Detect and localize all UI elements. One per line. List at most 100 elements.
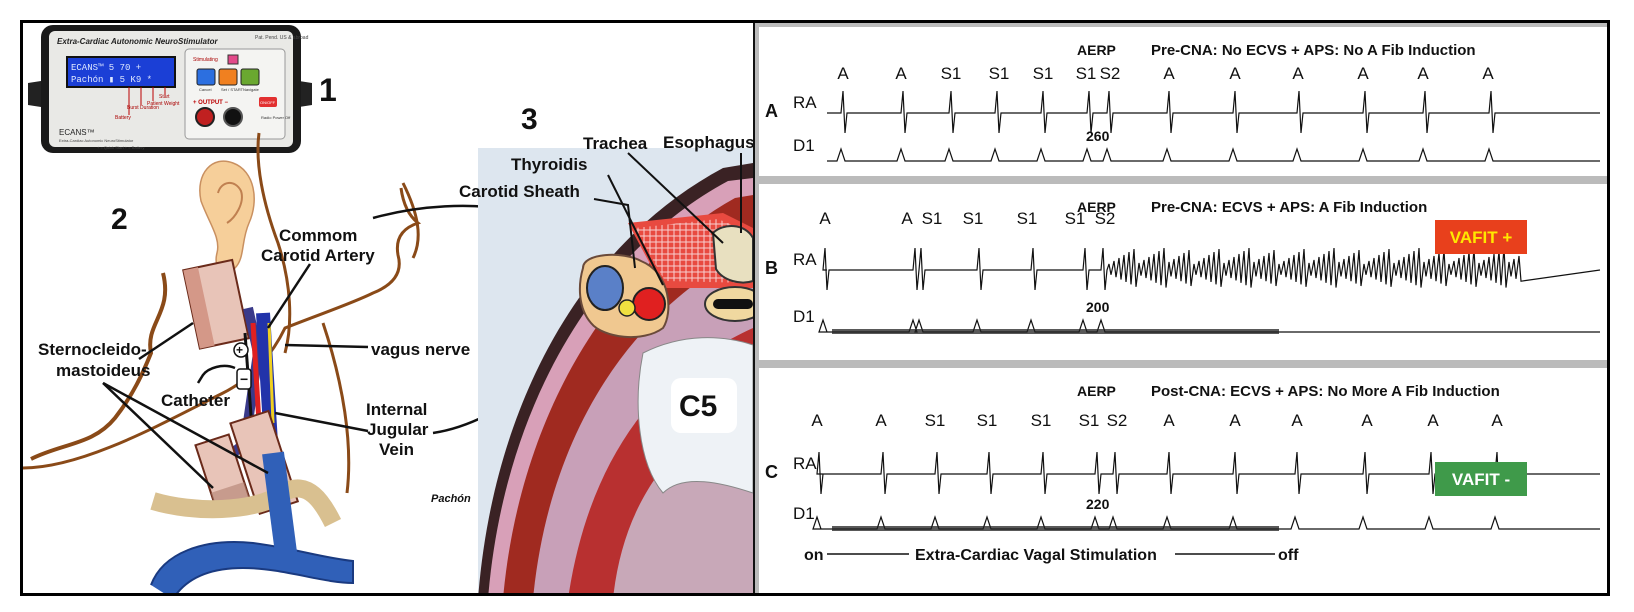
lcd-label-burst: Burst Duration	[127, 105, 159, 111]
ecg-interval-label: 220	[1086, 496, 1110, 512]
lcd-label-battery: Battery	[115, 115, 131, 121]
lcd-line2: Pachón ▮ 5 K9 *	[71, 75, 152, 85]
ecg-event-label: A	[1163, 64, 1175, 83]
label-carotid-2: Carotid Artery	[261, 246, 375, 265]
navigate-label: Navigate	[243, 87, 260, 92]
ecg-panel-A	[755, 23, 1607, 180]
stim-off-label: off	[1278, 547, 1299, 564]
author-signature: Pachón	[431, 493, 471, 505]
stimulating-indicator	[227, 54, 239, 65]
ecg-stim-artifact	[832, 329, 1279, 334]
ecg-event-label: A	[875, 411, 887, 430]
ecg-d1-label: D1	[793, 136, 815, 155]
ecg-event-label: S1	[963, 209, 984, 228]
cancel-button[interactable]	[196, 68, 216, 86]
carotid-artery	[250, 322, 262, 424]
vagus-nerve-drawing	[267, 322, 275, 424]
svg-text:+: +	[236, 343, 243, 357]
ear	[199, 160, 255, 273]
ecg-ra-label: RA	[793, 250, 817, 269]
output-positive-jack[interactable]	[195, 107, 215, 127]
ecg-event-label: A	[1163, 411, 1175, 430]
ecg-event-label: S1	[925, 411, 946, 430]
ecg-d1-label: D1	[793, 504, 815, 523]
ecg-event-label: A	[1292, 64, 1304, 83]
onoff-label: ON/OFF	[260, 100, 276, 105]
ecg-event-label: A	[1229, 411, 1241, 430]
ecg-event-label: S1	[922, 209, 943, 228]
vafit-badge	[1435, 220, 1527, 254]
ecg-event-label: S2	[1107, 411, 1128, 430]
vafit-badge-label: VAFIT +	[1450, 228, 1513, 247]
lcd-label-weight: Patient Weight	[147, 101, 180, 107]
panel3-cross-section	[478, 148, 766, 593]
label-carotid-1: Commom	[279, 226, 357, 245]
ecg-row-title: Pre-CNA: ECVS + APS: A Fib Induction	[1151, 199, 1427, 216]
vafit-badge	[1435, 462, 1527, 496]
ecg-ra-trace	[822, 247, 1601, 291]
ecg-d1-trace	[827, 147, 1600, 162]
vagus-cross-section	[618, 299, 636, 317]
label-jugular-1: Internal	[366, 400, 427, 419]
ecg-aerp-label: AERP	[1077, 42, 1116, 58]
stimulating-label: Stimulating	[193, 57, 218, 63]
ecg-interval-label: 260	[1086, 128, 1110, 144]
cancel-label: Cancel	[199, 87, 212, 92]
ecg-event-label: A	[1482, 64, 1494, 83]
ecg-event-label: A	[901, 209, 913, 228]
device-legend: + = Quick Start + = Battery	[97, 145, 144, 150]
output-label: + OUTPUT −	[193, 100, 229, 106]
output-negative-jack[interactable]	[223, 107, 243, 127]
ecg-row-title: Pre-CNA: No ECVS + APS: No A Fib Inducti…	[1151, 42, 1476, 59]
ecg-aerp-label: AERP	[1077, 199, 1116, 215]
start-button[interactable]	[218, 68, 238, 86]
device-brand: ECANS™	[59, 128, 95, 137]
ecg-event-label: A	[1427, 411, 1439, 430]
ecg-event-label: S2	[1100, 64, 1121, 83]
ecg-event-label: A	[819, 209, 831, 228]
ecg-event-label: S1	[1076, 64, 1097, 83]
lcd-line1: ECANS™ 5 70 +	[71, 63, 141, 73]
device-title: Extra-Cardiac Autonomic NeuroStimulator	[57, 37, 219, 46]
panel1-number: 1	[319, 72, 337, 108]
ecg-ra-trace	[816, 451, 1600, 495]
ecg-row-title: Post-CNA: ECVS + APS: No More A Fib Indu…	[1151, 383, 1500, 400]
panel1-device: Extra-Cardiac Autonomic NeuroStimulator …	[28, 25, 312, 153]
panel3-leader-lines	[593, 152, 742, 286]
ecg-event-label: S1	[1033, 64, 1054, 83]
ecg-aerp-label: AERP	[1077, 383, 1116, 399]
label-carotid-sheath: Carotid Sheath	[459, 182, 580, 201]
ecg-event-label: A	[1357, 64, 1369, 83]
ecg-event-label: S1	[1031, 411, 1052, 430]
label-jugular-3: Vein	[379, 440, 414, 459]
device-brand-sub: Extra-Cardiac Autonomic NeuroStimulator	[59, 138, 134, 143]
radio-power-label: Radio Power Off	[261, 115, 291, 120]
ecg-d1-label: D1	[793, 307, 815, 326]
ecg-event-label: A	[895, 64, 907, 83]
svg-text:−: −	[240, 371, 248, 387]
ecg-event-label: S1	[977, 411, 998, 430]
ecg-event-label: A	[811, 411, 823, 430]
label-sterno-2: mastoideus	[56, 361, 150, 380]
vertebra-label-box	[671, 378, 737, 433]
ecg-event-label: S1	[941, 64, 962, 83]
ecg-event-label: A	[1491, 411, 1503, 430]
onoff-switch[interactable]	[259, 97, 277, 107]
ecg-event-label: S1	[1065, 209, 1086, 228]
ecg-ra-trace	[827, 90, 1600, 134]
ecg-row-letter: B	[765, 258, 778, 278]
label-trachea: Trachea	[583, 134, 648, 153]
subclavian-vein	[150, 541, 354, 593]
navigate-button[interactable]	[240, 68, 260, 86]
lcd-screen	[66, 56, 176, 88]
esophagus-region	[711, 225, 754, 284]
ecg-event-label: A	[1361, 411, 1373, 430]
ecg-event-label: A	[1229, 64, 1241, 83]
ecg-event-label: S2	[1095, 209, 1116, 228]
start-label: Set / START	[221, 87, 244, 92]
stim-on-label: on	[804, 547, 824, 564]
label-sterno-1: Sternocleido-	[38, 340, 147, 359]
ecg-event-label: A	[1291, 411, 1303, 430]
ecg-event-label: S1	[1079, 411, 1100, 430]
